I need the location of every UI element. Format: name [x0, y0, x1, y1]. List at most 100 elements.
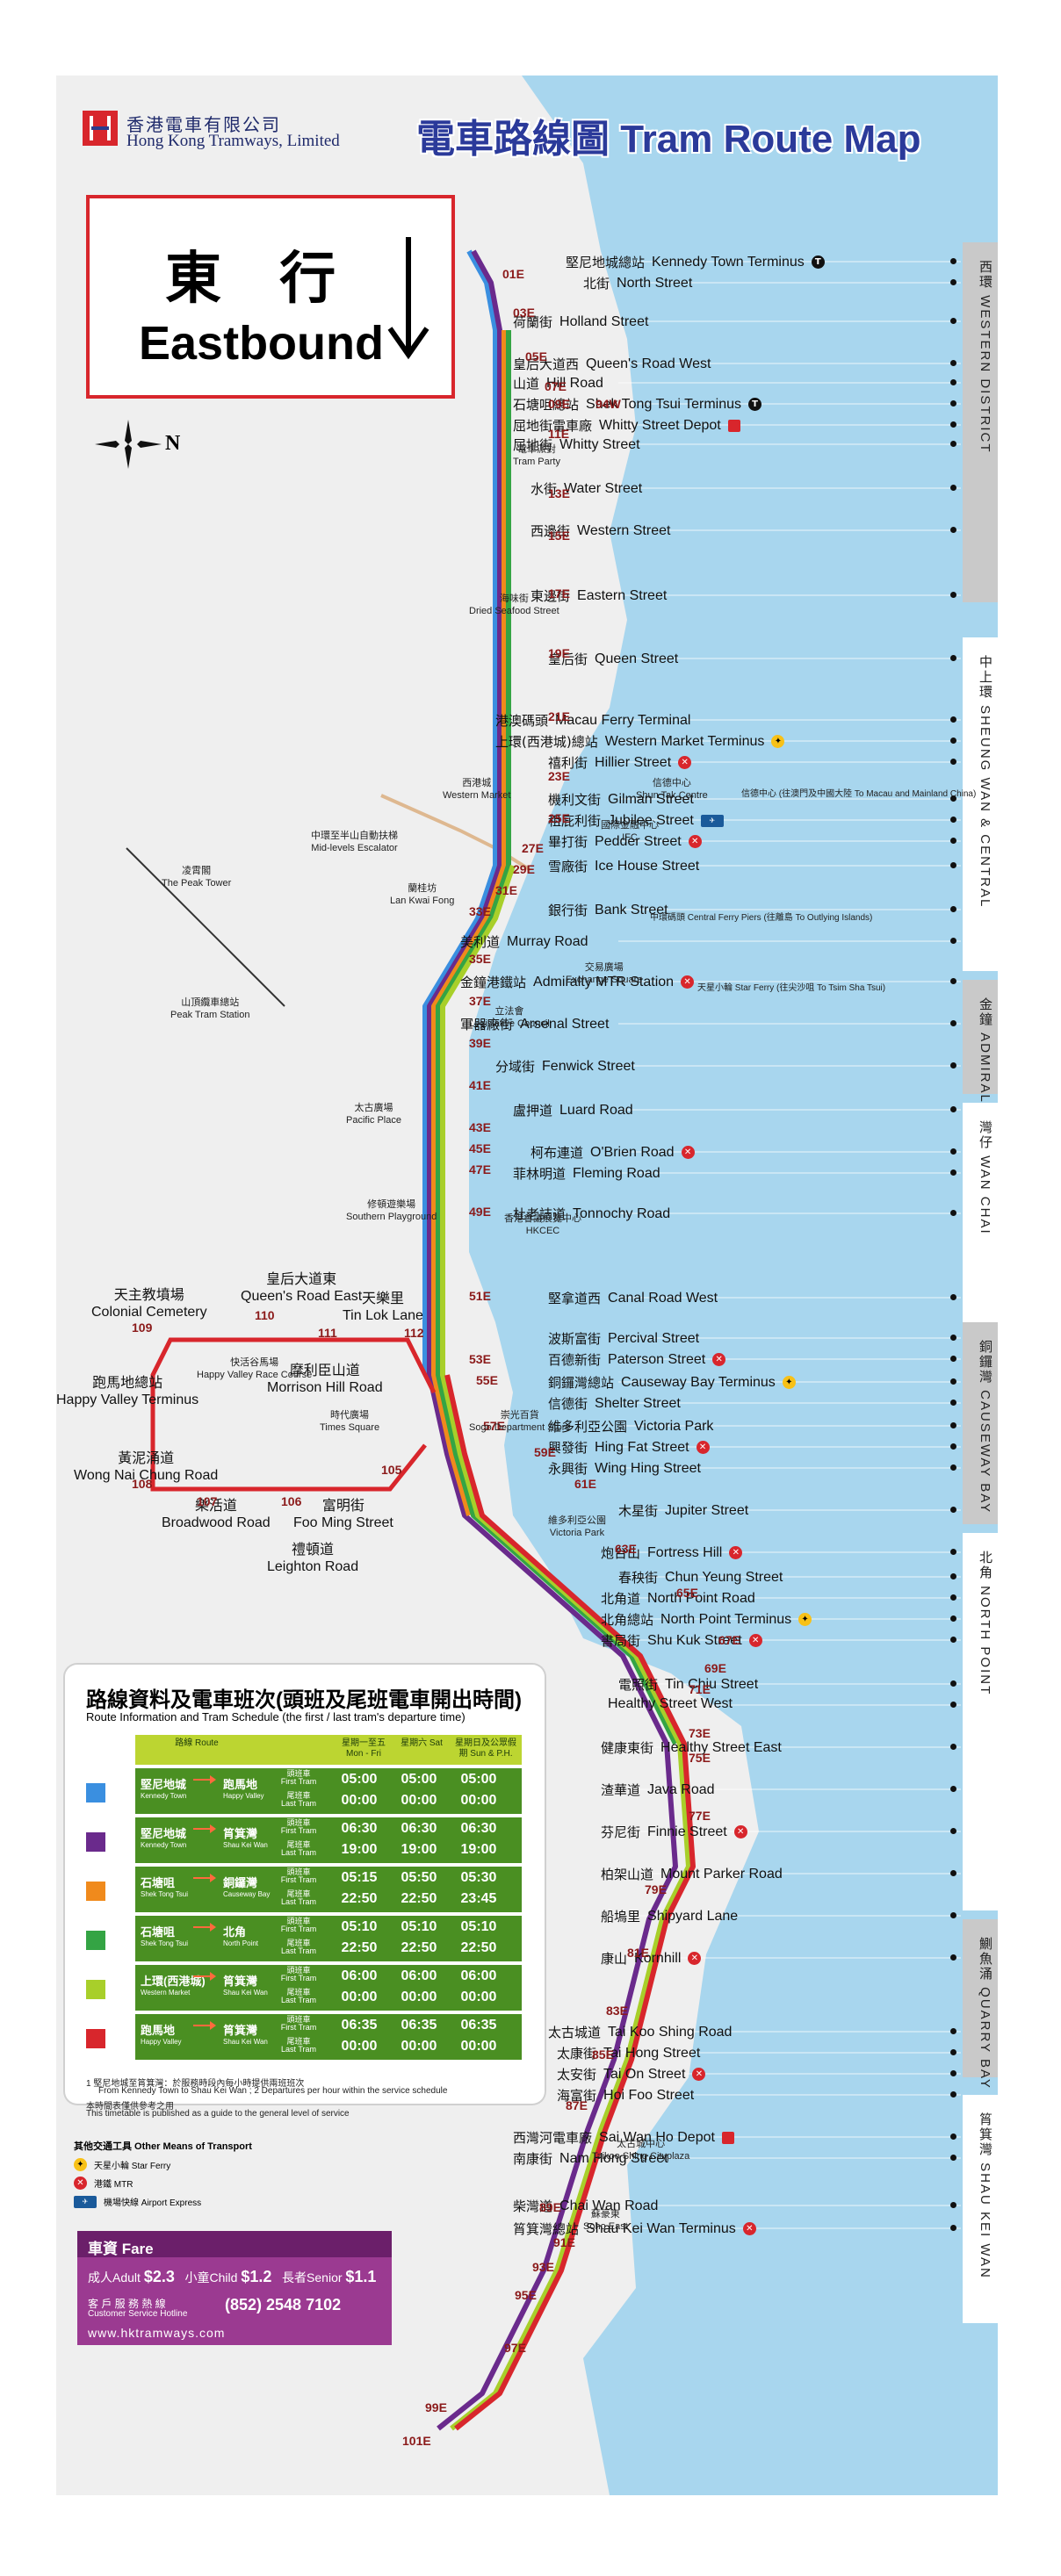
stop-name-en: Fleming Road [573, 1165, 660, 1181]
stop-dot [950, 1062, 956, 1069]
landmark-en: Victoria Park [549, 1527, 605, 1538]
route-to: 北角 [223, 1925, 247, 1939]
stop-dot [950, 1594, 956, 1601]
mtr-icon: ✕ [681, 1146, 695, 1159]
stop-code: 61E [574, 1477, 596, 1491]
head-weekday: 星期一至五 Mon - Fri [342, 1738, 386, 1759]
landmark-en: Tram Party [513, 456, 560, 467]
stop-code: 53E [469, 1352, 491, 1366]
tram-logo-icon [83, 111, 118, 146]
stop-name-en: Wing Hing Street [595, 1460, 701, 1476]
stop-code: 17E [548, 586, 570, 601]
landmark-zh: 快活谷馬場 [230, 1357, 279, 1368]
route-from-en: Shek Tong Tsui [141, 1890, 188, 1898]
stop-dot [950, 318, 956, 324]
route-to-en: North Point [223, 1939, 259, 1947]
stop-dot [950, 1443, 956, 1450]
route-lines [422, 249, 696, 2431]
landmark-zh: 蘇豪東 [590, 2209, 620, 2220]
stop-name-zh: 堅尼地城總站 [566, 255, 646, 270]
stop-name-zh: 銅鑼灣總站 [548, 1375, 615, 1391]
mtr-icon: ✕ [692, 2068, 706, 2081]
stop-dot [950, 1400, 956, 1406]
stop-dot [950, 1954, 956, 1961]
landmark-zh: 崇光百貨 [500, 1410, 539, 1421]
stop-name-zh: 屈地街電車廠 [513, 418, 593, 434]
arrow-right-icon [193, 2021, 216, 2030]
last-tram-time: 23:45 [460, 1891, 497, 1906]
last-tram-time: 00:00 [460, 2039, 497, 2054]
hotline-phone[interactable]: (852) 2548 7102 [225, 2296, 342, 2313]
last-tram-label: 尾班車 Last Tram [280, 1791, 316, 1809]
airport-express-icon: ✈ [74, 2195, 97, 2208]
stop-name-zh: 雪廠街 [548, 859, 588, 874]
stop-name-zh: 維多利亞公園 [548, 1419, 628, 1435]
stop-dot [950, 1637, 956, 1643]
first-tram-time: 05:10 [341, 1919, 378, 1934]
stop-dot [950, 279, 956, 285]
last-tram-label: 尾班車 Last Tram [280, 1939, 316, 1956]
stop-dot [950, 938, 956, 944]
loop-stop-zh: 樂活道 [194, 1499, 237, 1514]
stop-name-en: Queen Street [595, 651, 679, 666]
stop-name-zh: 分域街 [495, 1059, 536, 1075]
stop-code: 15E [548, 529, 570, 543]
loop-code: 109 [132, 1320, 153, 1335]
stop-name-en: Causeway Bay Terminus [621, 1374, 776, 1390]
stop-name-en: Western Market Terminus [604, 733, 765, 749]
stop-name-en: Tin Chiu Street [665, 1676, 759, 1692]
stop-code: 31E [495, 883, 517, 897]
stop-name-en: Pedder Street [595, 833, 682, 849]
route-from-en: Shek Tong Tsui [141, 1939, 188, 1947]
loop-code: 107 [197, 1494, 218, 1508]
first-tram-time: 06:30 [401, 1821, 437, 1836]
stop-dot [950, 838, 956, 844]
schedule-title: 路線資料及電車班次(頭班及尾班電車開出時間) [86, 1688, 522, 1712]
last-tram-time: 22:50 [341, 1940, 378, 1955]
terminus-icon: T [748, 398, 762, 411]
stop-name-en: Tai Hong Street [603, 2045, 701, 2061]
stop-code: 03E [513, 306, 535, 320]
stop-dot [950, 2225, 956, 2231]
stop-name-zh: 港澳碼頭 [495, 713, 549, 729]
loop-code: 105 [381, 1463, 402, 1477]
stop-code: 89E [539, 2200, 561, 2214]
stop-code: 23E [548, 769, 570, 783]
stop-name-zh: 電照街 [618, 1677, 659, 1693]
direction-box: 東 行 Eastbound [86, 195, 455, 399]
stop-row: 屈地街 Whitty Street [513, 435, 640, 454]
route-line-lime [440, 865, 691, 2431]
stop-name-en: Whitty Street [559, 436, 640, 452]
landmark-en: Soho East [583, 2220, 628, 2232]
loop-stop-zh: 禮頓道 [292, 1543, 335, 1558]
route-from: 堅尼地城 [141, 1778, 187, 1791]
landmark-zh: 西港城 [462, 778, 492, 788]
stop-name-zh: 屈地街 [513, 437, 553, 453]
loop-stop-en: Leighton Road [267, 1559, 359, 1575]
stop-code: 25E [548, 811, 570, 825]
last-tram-time: 00:00 [401, 1990, 437, 2004]
website-link[interactable]: www.hktramways.com [88, 2326, 226, 2340]
stop-name-en: Nam Hong Street [559, 2150, 668, 2166]
loop-code: 108 [132, 1477, 153, 1491]
